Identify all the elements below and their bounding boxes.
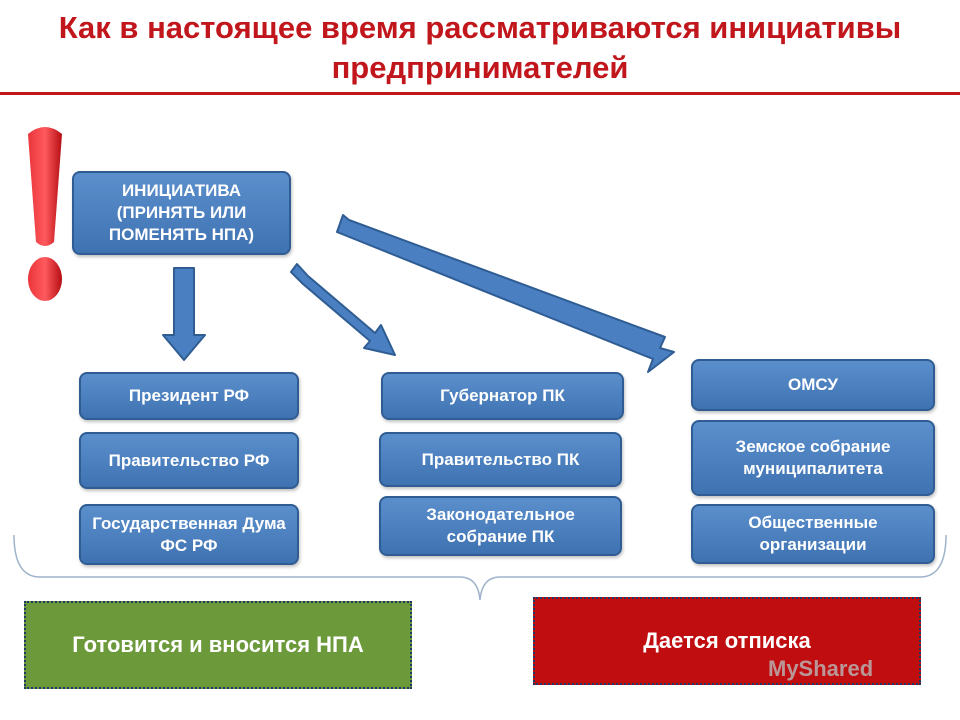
regional-box-1: Губернатор ПК (381, 372, 624, 420)
initiative-box: ИНИЦИАТИВА (ПРИНЯТЬ ИЛИ ПОМЕНЯТЬ НПА) (72, 171, 291, 255)
watermark-logo: MyShared (768, 656, 874, 681)
arrow-to-regional (290, 263, 396, 356)
municipal-box-3: Общественные организации (691, 504, 935, 564)
federal-box-1: Президент РФ (79, 372, 299, 420)
federal-box-3: Государственная Дума ФС РФ (79, 504, 299, 565)
regional-box-3: Законодательное собрание ПК (379, 496, 622, 556)
result-positive: Готовится и вносится НПА (24, 601, 412, 689)
title-underline (0, 92, 960, 95)
arrow-to-federal (162, 267, 206, 361)
federal-box-2: Правительство РФ (79, 432, 299, 489)
exclamation-icon (28, 127, 62, 301)
municipal-box-1: ОМСУ (691, 359, 935, 411)
arrow-to-municipal (336, 214, 675, 373)
municipal-box-2: Земское собрание муниципалитета (691, 420, 935, 496)
page-title: Как в настоящее время рассматриваются ин… (58, 10, 902, 85)
regional-box-2: Правительство ПК (379, 432, 622, 487)
result-negative: Дается отписка (533, 597, 921, 685)
